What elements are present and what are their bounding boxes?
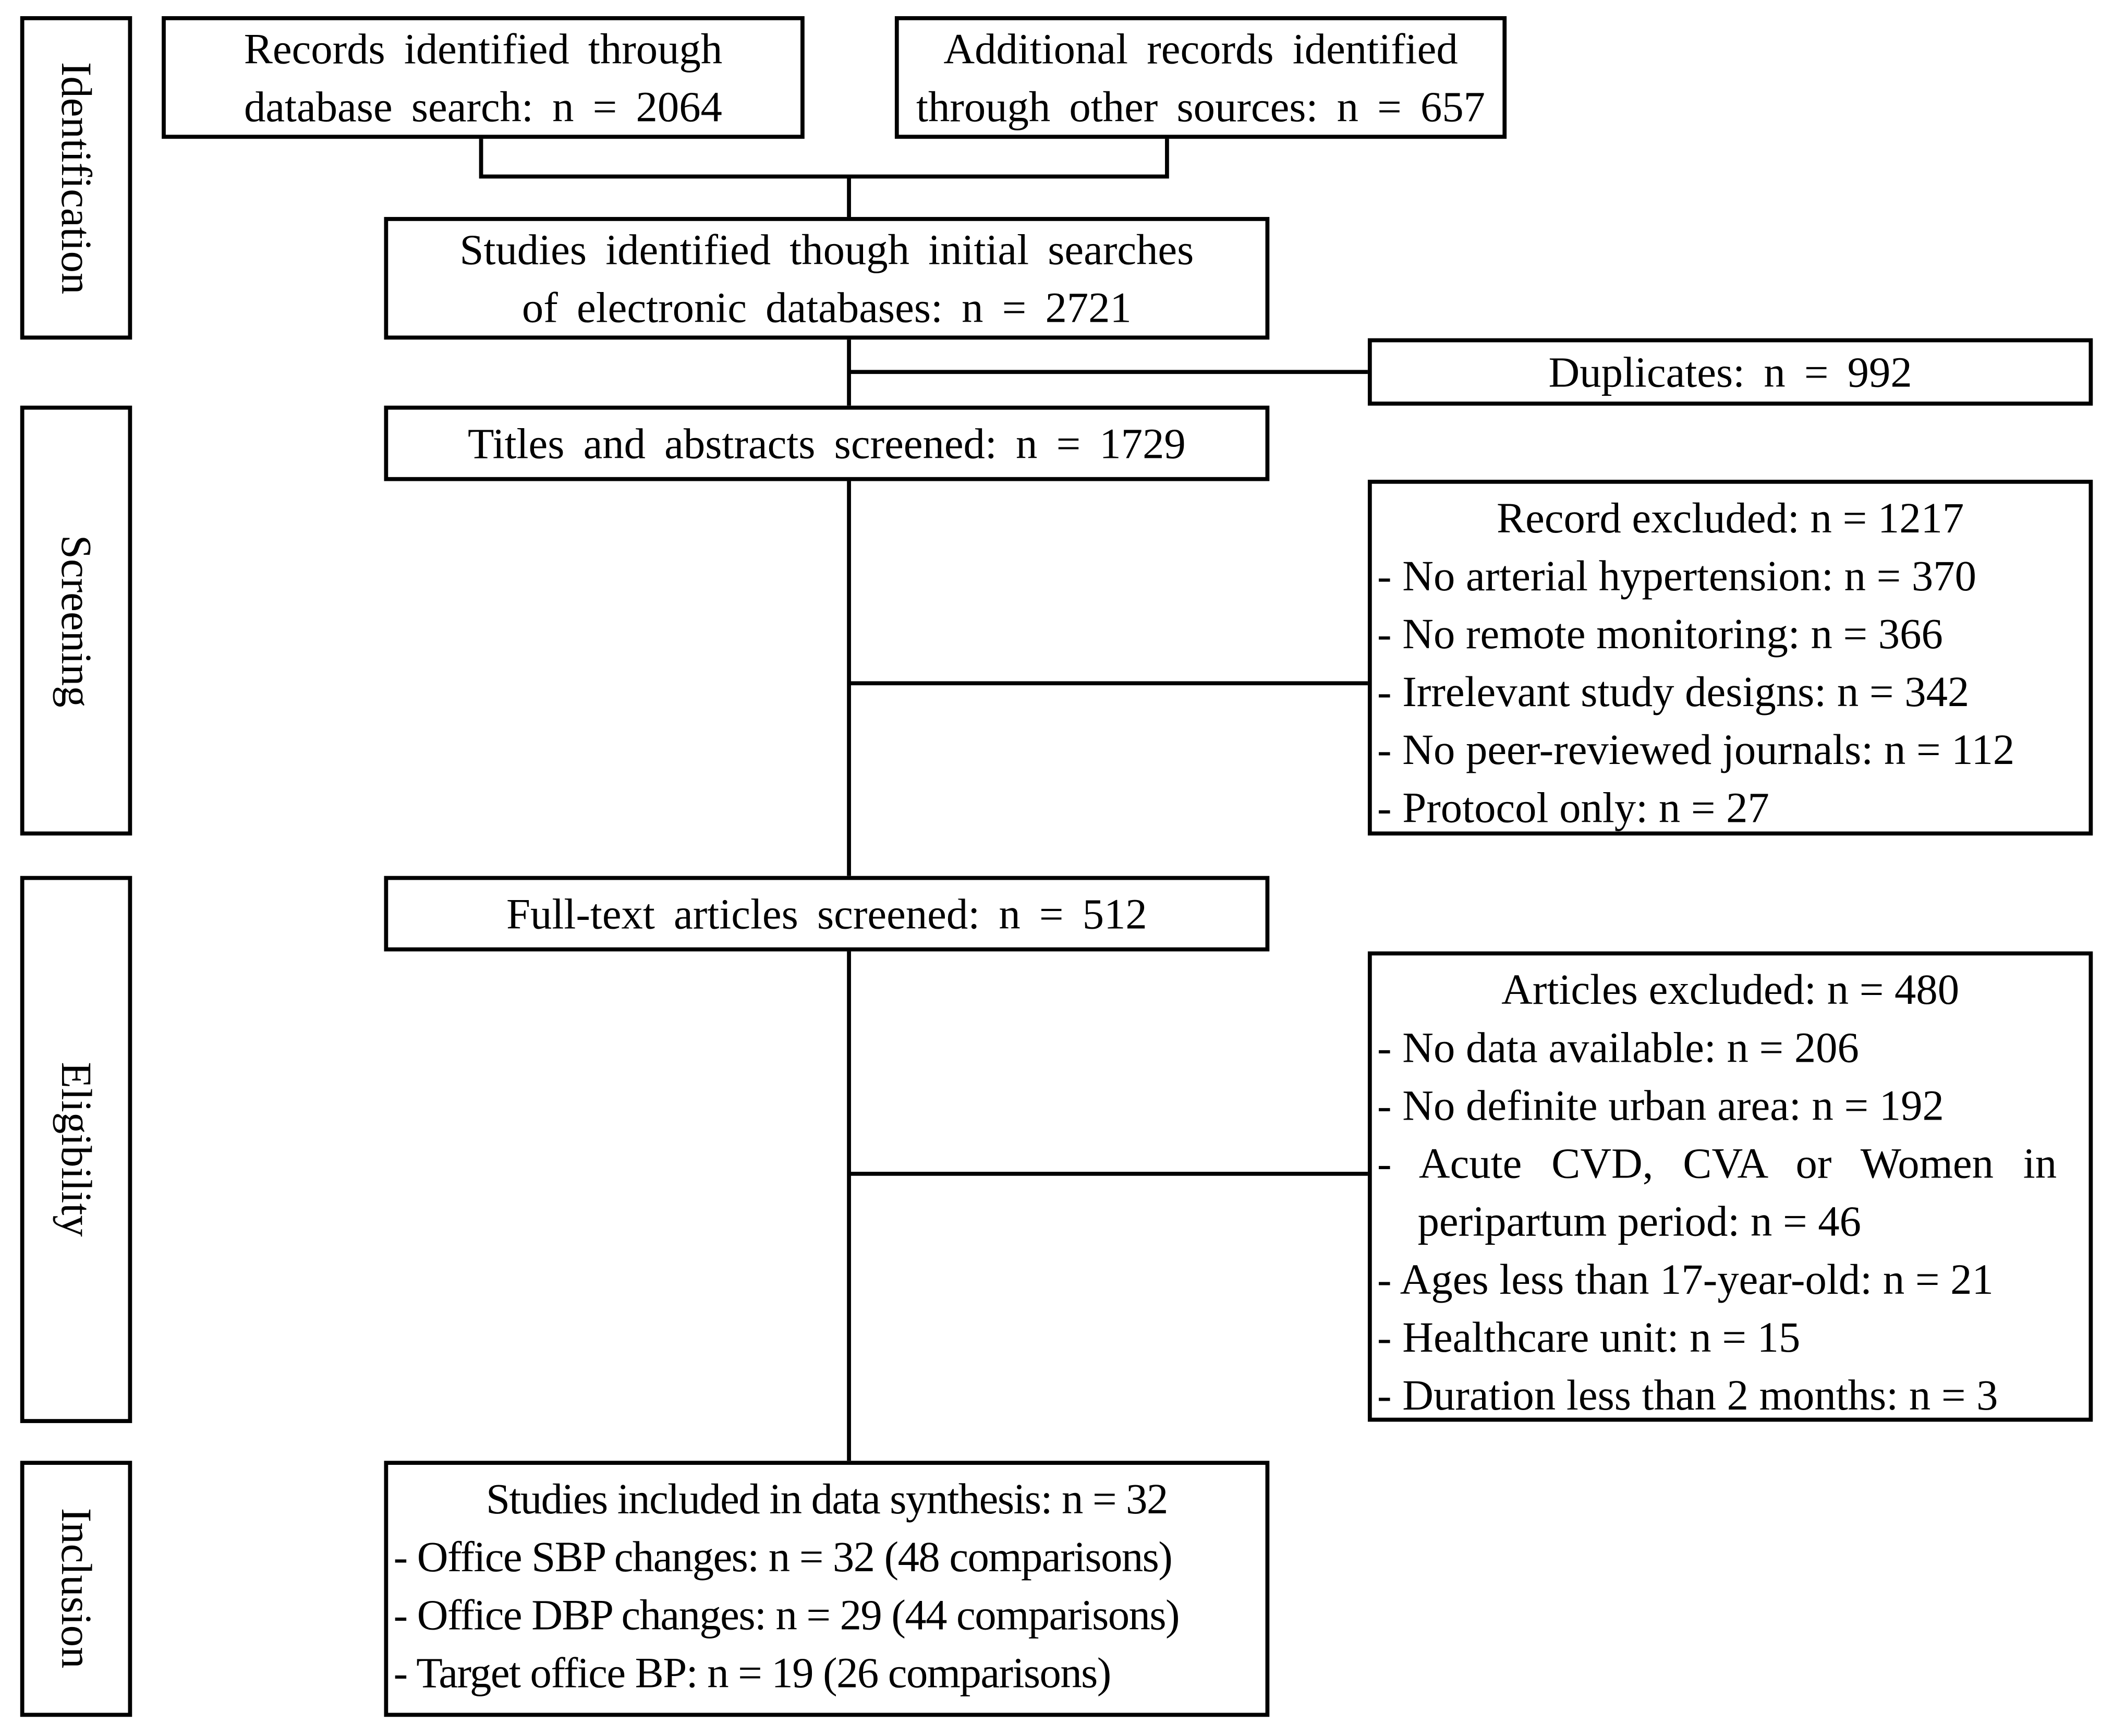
duplicates-box: Duplicates: n = 992 (1367, 338, 2093, 406)
studies-included-box: Studies included in data synthesis: n = … (384, 1461, 1270, 1717)
list-item: - No definite urban area: n = 192 (1377, 1081, 1944, 1130)
articles-excluded-box: Articles excluded: n = 480 - No data ava… (1367, 951, 2093, 1422)
box-text: through other sources: n = 657 (916, 81, 1486, 130)
list-item-continued: peripartum period: n = 46 (1417, 1196, 1861, 1245)
record-excluded-box: Record excluded: n = 1217 - No arterial … (1367, 479, 2093, 836)
box-text: Additional records identified (943, 23, 1458, 72)
list-item: - No remote monitoring: n = 366 (1377, 609, 1943, 658)
list-item: - Office DBP changes: n = 29 (44 compari… (393, 1590, 1180, 1639)
stage-label: Identification (52, 62, 101, 294)
list-item: - Ages less than 17-year-old: n = 21 (1377, 1254, 1994, 1303)
box-text: Full-text articles screened: n = 512 (506, 889, 1147, 938)
studies-identified-box: Studies identified though initial search… (384, 217, 1270, 340)
list-item: - No peer-reviewed journals: n = 112 (1377, 725, 2015, 774)
stage-label: Screening (52, 534, 101, 707)
list-item: - No data available: n = 206 (1377, 1023, 1859, 1072)
stage-eligibility: Eligibility (20, 876, 132, 1423)
stage-inclusion: Inclusion (20, 1461, 132, 1717)
box-title: Articles excluded: n = 480 (1501, 965, 1960, 1014)
stage-label: Inclusion (52, 1508, 101, 1669)
full-text-box: Full-text articles screened: n = 512 (384, 876, 1270, 952)
list-item: - No arterial hypertension: n = 370 (1377, 551, 1976, 600)
list-item: - Acute CVD, CVA or Women in (1377, 1138, 2057, 1187)
stage-identification: Identification (20, 16, 132, 340)
list-item: - Duration less than 2 months: n = 3 (1377, 1370, 1998, 1419)
database-records-box: Records identified through database sear… (162, 16, 805, 139)
box-text: Records identified through (244, 23, 723, 72)
list-item: - Healthcare unit: n = 15 (1377, 1313, 1801, 1362)
stage-screening: Screening (20, 405, 132, 836)
stage-label: Eligibility (52, 1062, 101, 1237)
box-text: of electronic databases: n = 2721 (521, 282, 1132, 331)
titles-abstracts-box: Titles and abstracts screened: n = 1729 (384, 405, 1270, 481)
box-text: Titles and abstracts screened: n = 1729 (468, 418, 1186, 467)
other-sources-box: Additional records identified through ot… (894, 16, 1507, 139)
box-text: database search: n = 2064 (244, 81, 722, 130)
box-text: Studies identified though initial search… (459, 224, 1194, 273)
list-item: - Target office BP: n = 19 (26 compariso… (393, 1648, 1112, 1697)
connector-merge (479, 137, 1169, 217)
box-title: Record excluded: n = 1217 (1496, 493, 1964, 542)
box-text: Duplicates: n = 992 (1548, 347, 1912, 396)
box-title: Studies included in data synthesis: n = … (485, 1474, 1168, 1523)
list-item: - Irrelevant study designs: n = 342 (1377, 667, 1970, 716)
list-item: - Protocol only: n = 27 (1377, 783, 1769, 832)
list-item: - Office SBP changes: n = 32 (48 compari… (393, 1532, 1173, 1581)
